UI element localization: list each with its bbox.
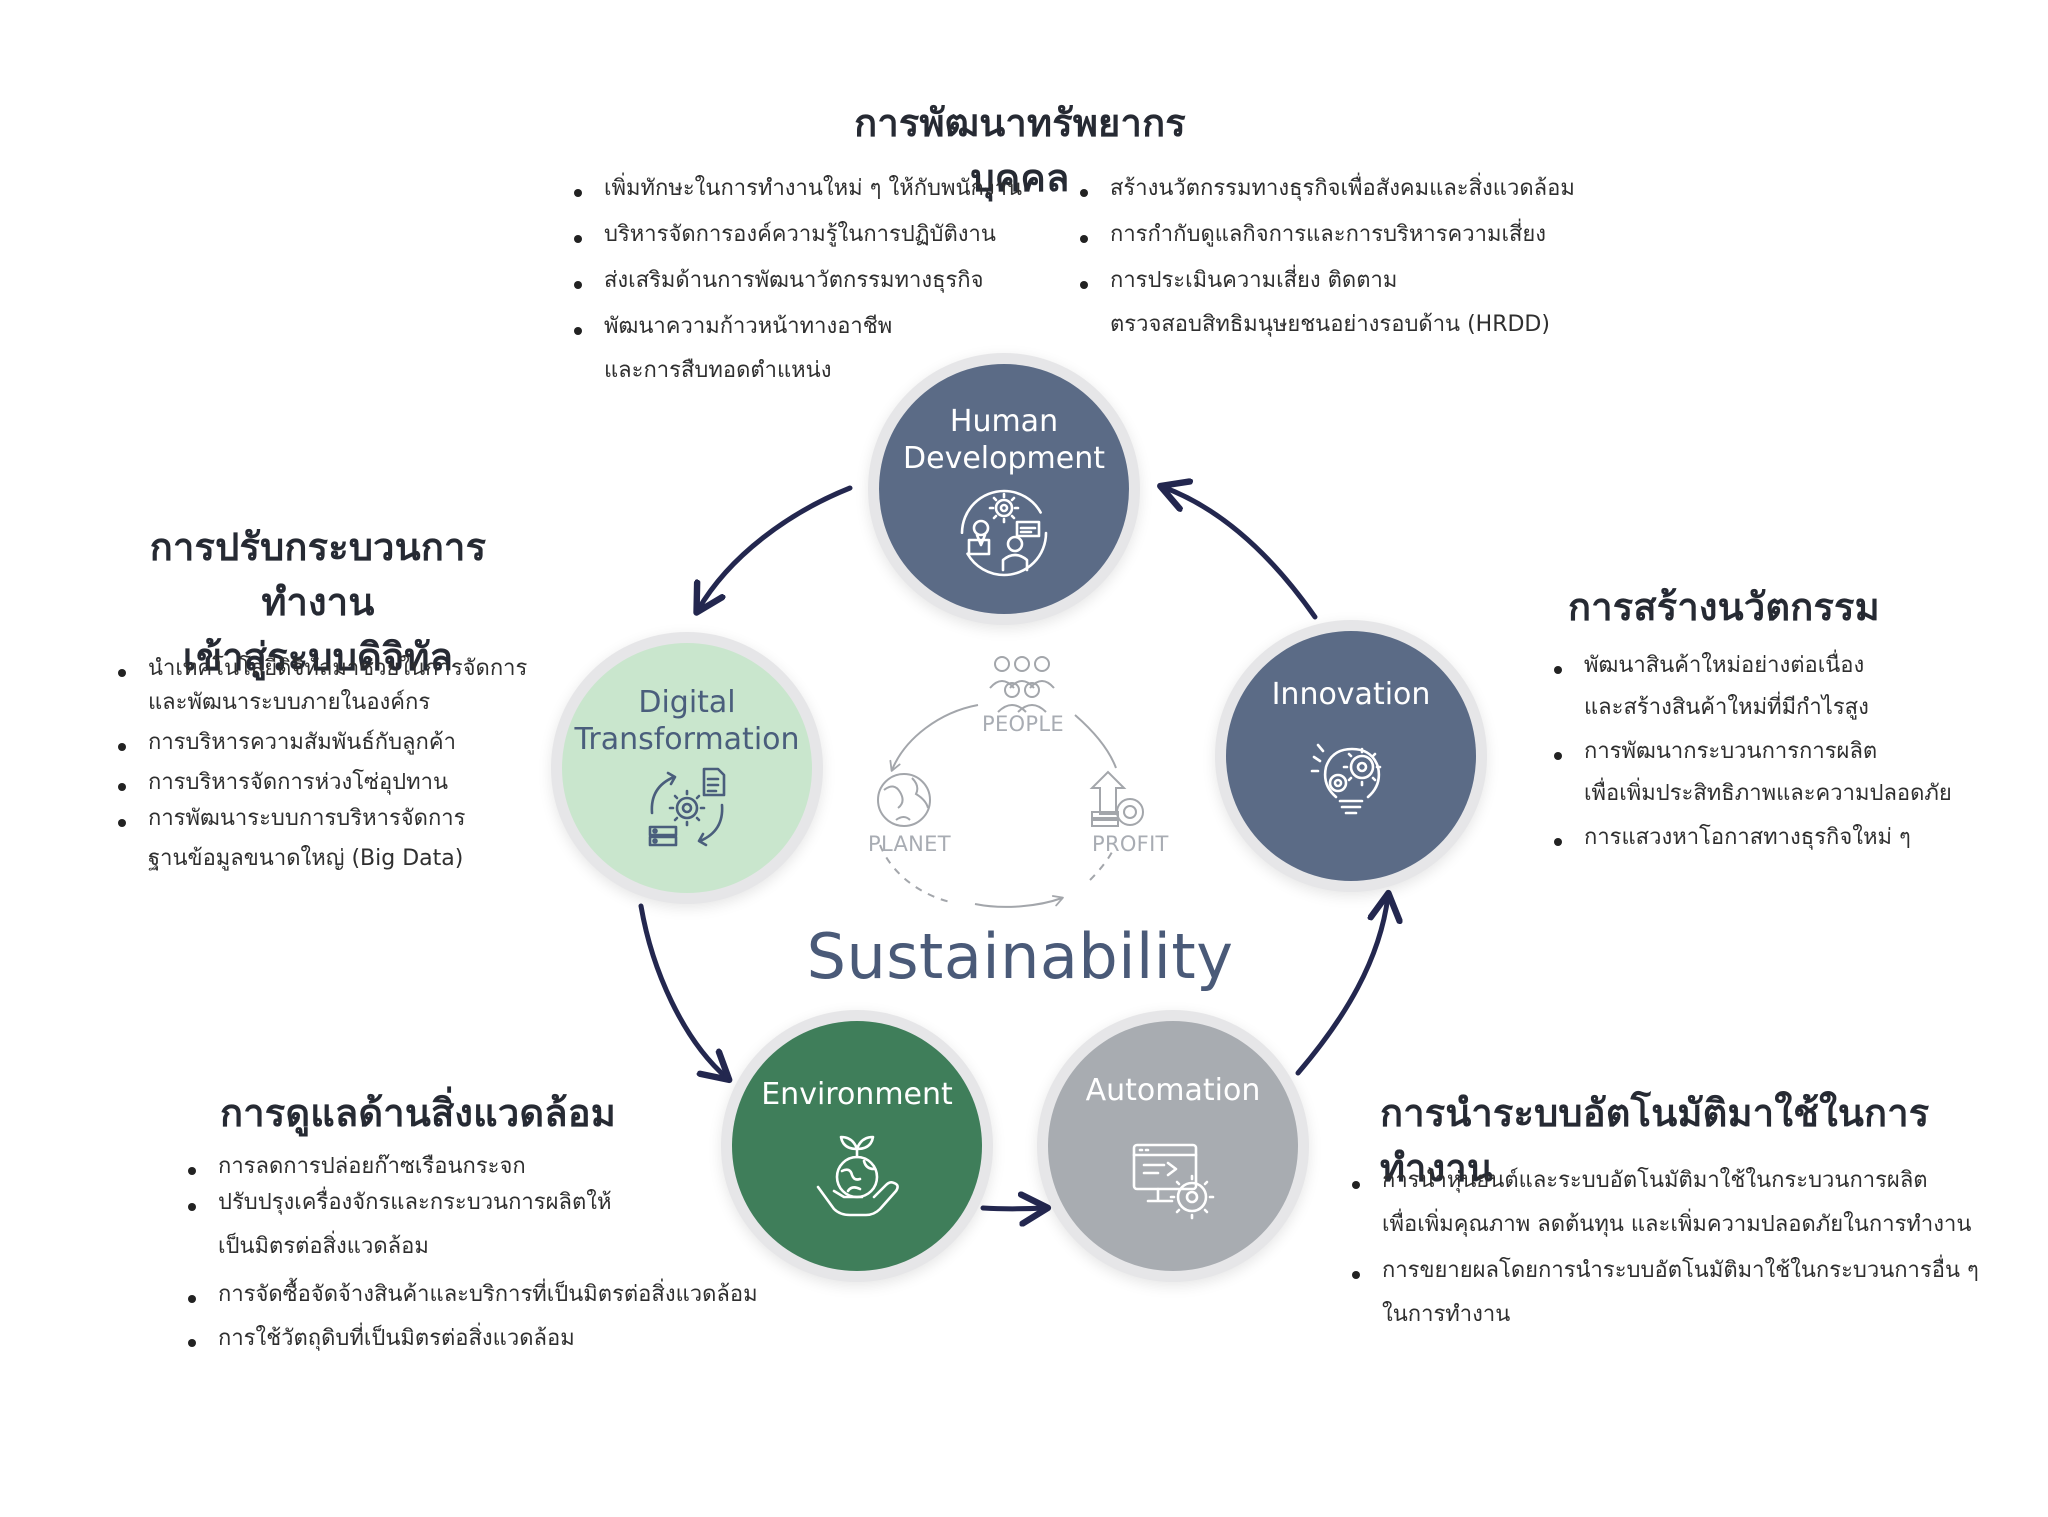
section-digital-title-line2: เข้าสู่ระบบดิจิทัล — [182, 635, 454, 680]
list-item-text: ปรับปรุงเครื่องจักรและกระบวนการผลิตให้ — [218, 1190, 612, 1216]
section-hr: การพัฒนาทรัพยากรบุคคล — [820, 96, 1220, 206]
node-digital-transformation-label: Digital Transformation — [574, 685, 800, 757]
center-title: Sustainability — [806, 920, 1234, 993]
list-item: พัฒนาสินค้าใหม่อย่างต่อเนื่อง และสร้างสิ… — [1548, 649, 2008, 725]
arrow-innovation-to-human — [1163, 487, 1318, 620]
section-digital-title-line1: การปรับกระบวนการทำงาน — [149, 525, 487, 625]
section-innovation-title: การสร้างนวัตกรรม — [1568, 585, 1880, 629]
list-item: พัฒนาความก้าวหน้าทางอาชีพ — [568, 310, 1038, 344]
list-item-continuation: และการสืบทอดตำแหน่ง — [604, 358, 832, 384]
list-item-text: การพัฒนากระบวนการการผลิต — [1584, 739, 1878, 765]
list-item: สร้างนวัตกรรมทางธุรกิจเพื่อสังคมและสิ่งแ… — [1074, 172, 1634, 206]
arrow-human-to-digital — [698, 485, 853, 610]
section-hr-left-list: เพิ่มทักษะในการทำงานใหม่ ๆ ให้กับพนักงาน… — [568, 172, 1038, 388]
section-digital-list: นำเทคโนโลยีดิจิทัลมาช่วยในการจัดการ และพ… — [112, 652, 552, 877]
monitor-gear-icon — [1132, 1143, 1215, 1220]
arrow-digital-to-environment — [638, 903, 727, 1078]
list-item-text: พัฒนาสินค้าใหม่อย่างต่อเนื่อง — [1584, 653, 1865, 679]
list-item-text: การพัฒนาระบบการบริหารจัดการ — [148, 806, 466, 832]
pillar-profit-label: PROFIT — [1092, 832, 1169, 856]
section-innovation: การสร้างนวัตกรรม พัฒนาสินค้าใหม่อย่างต่อ… — [1548, 580, 2008, 856]
list-item: การจัดซื้อจัดจ้างสินค้าและบริการที่เป็นม… — [182, 1278, 802, 1312]
section-hr-title: การพัฒนาทรัพยากรบุคคล — [854, 101, 1186, 201]
people-icon — [989, 656, 1055, 713]
planet-icon — [877, 773, 931, 827]
list-item: การแสวงหาโอกาสทางธุรกิจใหม่ ๆ — [1548, 821, 2008, 855]
section-automation-list: การนำหุ่นยนต์และระบบอัตโนมัติมาใช้ในกระบ… — [1346, 1164, 2036, 1332]
list-item-text: และพัฒนาระบบภายในองค์กร — [148, 690, 431, 716]
list-item: การบริหารความสัมพันธ์กับลูกค้า — [112, 726, 552, 760]
section-digital: การปรับกระบวนการทำงาน เข้าสู่ระบบดิจิทัล — [108, 520, 528, 685]
node-automation-label: Automation — [1085, 1073, 1261, 1108]
list-item: ปรับปรุงเครื่องจักรและกระบวนการผลิตให้ เ… — [182, 1186, 802, 1264]
list-item: การลดการปล่อยก๊าซเรือนกระจก — [182, 1150, 802, 1184]
list-item: นำเทคโนโลยีดิจิทัลมาช่วยในการจัดการ และพ… — [112, 652, 552, 720]
list-item: การกำกับดูแลกิจการและการบริหารความเสี่ยง — [1074, 218, 1634, 252]
arrow-environment-to-automation — [980, 1208, 1045, 1209]
list-item: การขยายผลโดยการนำระบบอัตโนมัติมาใช้ในกระ… — [1346, 1254, 2036, 1332]
list-item-text: นำเทคโนโลยีดิจิทัลมาช่วยในการจัดการ — [148, 656, 528, 681]
section-environment: การดูแลด้านสิ่งแวดล้อม — [220, 1086, 780, 1141]
node-digital-transformation: Digital Transformation — [562, 643, 812, 893]
list-item: การใช้วัตถุดิบที่เป็นมิตรต่อสิ่งแวดล้อม — [182, 1322, 802, 1356]
pillar-planet-label: PLANET — [868, 832, 951, 856]
list-item-text: เพื่อเพิ่มคุณภาพ ลดต้นทุน และเพิ่มความปล… — [1382, 1212, 1972, 1238]
list-item-text: ในการทำงาน — [1382, 1302, 1511, 1328]
section-hr-right-list: สร้างนวัตกรรมทางธุรกิจเพื่อสังคมและสิ่งแ… — [1074, 172, 1634, 342]
node-automation: Automation — [1048, 1021, 1298, 1271]
node-human-development: Human Development — [879, 364, 1129, 614]
hand-globe-plant-icon — [816, 1135, 899, 1217]
section-environment-title: การดูแลด้านสิ่งแวดล้อม — [220, 1091, 617, 1135]
list-item: เพิ่มทักษะในการทำงานใหม่ ๆ ให้กับพนักงาน — [568, 172, 1038, 206]
list-item-text: การนำหุ่นยนต์และระบบอัตโนมัติมาใช้ในกระบ… — [1382, 1168, 1928, 1193]
list-item: การนำหุ่นยนต์และระบบอัตโนมัติมาใช้ในกระบ… — [1346, 1164, 2036, 1242]
inner-cycle — [879, 704, 1117, 908]
list-item-text: เพื่อเพิ่มประสิทธิภาพและความปลอดภัย — [1584, 781, 1952, 807]
list-item: ส่งเสริมด้านการพัฒนาวัตกรรมทางธุรกิจ — [568, 264, 1038, 298]
section-automation-title: การนำระบบอัตโนมัติมาใช้ในการทำงาน — [1380, 1091, 1930, 1191]
node-environment: Environment — [732, 1021, 982, 1271]
node-innovation-label: Innovation — [1271, 677, 1431, 712]
list-item-text: เป็นมิตรต่อสิ่งแวดล้อม — [218, 1234, 429, 1260]
arrow-automation-to-innovation — [1295, 896, 1388, 1076]
node-innovation: Innovation — [1226, 631, 1476, 881]
list-item: การพัฒนากระบวนการการผลิต เพื่อเพิ่มประสิ… — [1548, 735, 2008, 811]
list-item-text: การขยายผลโดยการนำระบบอัตโนมัติมาใช้ในกระ… — [1382, 1258, 1979, 1284]
list-item: บริหารจัดการองค์ความรู้ในการปฏิบัติงาน — [568, 218, 1038, 252]
list-item: การประเมินความเสี่ยง ติดตาม — [1074, 264, 1634, 298]
cycle-gear-document-icon — [648, 767, 726, 847]
section-automation: การนำระบบอัตโนมัติมาใช้ในการทำงาน — [1380, 1086, 2020, 1196]
people-gear-icon — [960, 489, 1048, 577]
lightbulb-gear-icon — [1310, 743, 1382, 815]
list-item-text: ฐานข้อมูลขนาดใหญ่ (Big Data) — [148, 846, 464, 872]
profit-icon — [1089, 770, 1144, 827]
list-item-text: และสร้างสินค้าใหม่ที่มีกำไรสูง — [1584, 695, 1869, 721]
pillar-people-label: PEOPLE — [982, 712, 1064, 736]
node-human-development-label: Human Development — [903, 404, 1105, 476]
list-item: การบริหารจัดการห่วงโซ่อุปทาน — [112, 766, 552, 800]
list-item: การพัฒนาระบบการบริหารจัดการ ฐานข้อมูลขนา… — [112, 802, 552, 876]
node-environment-label: Environment — [761, 1077, 953, 1112]
list-item-continuation: ตรวจสอบสิทธิมนุษยชนอย่างรอบด้าน (HRDD) — [1110, 312, 1550, 338]
section-environment-list: การลดการปล่อยก๊าซเรือนกระจก ปรับปรุงเครื… — [182, 1150, 802, 1356]
